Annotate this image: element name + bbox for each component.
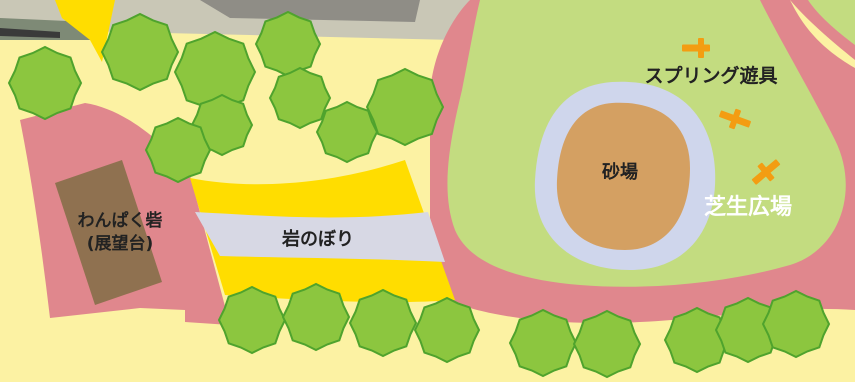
tree-icon	[315, 100, 379, 164]
tree-icon	[761, 289, 831, 359]
sandbox-label: 砂場	[602, 161, 638, 183]
tree-icon	[663, 306, 731, 374]
tree-icon	[217, 285, 287, 355]
yellow-corner-marker	[55, 0, 115, 62]
spring-toy-icon	[719, 108, 751, 130]
sandbox	[556, 102, 690, 250]
lawn-area-right	[808, 0, 855, 45]
lawn-label: 芝生広場	[704, 194, 792, 220]
tree-icon	[572, 309, 642, 379]
tree-icon	[413, 296, 481, 364]
tree-icon	[281, 282, 351, 352]
tree-icon	[348, 288, 418, 358]
wanpaku-label: わんぱく砦	[78, 210, 163, 231]
tree-icon	[100, 12, 180, 92]
observation-deck	[55, 160, 162, 305]
trees	[7, 10, 831, 379]
spring-toy-icon	[682, 38, 710, 58]
spring-play-label: スプリング遊具	[644, 64, 777, 87]
tree-icon	[508, 308, 578, 378]
tree-icon	[7, 45, 83, 121]
spring-toy-icon	[751, 159, 781, 185]
rock-climb-path	[195, 212, 445, 262]
tree-icon	[144, 116, 212, 184]
tree-icon	[254, 10, 322, 78]
tree-icon	[268, 66, 332, 130]
wanpaku-sublabel: (展望台)	[87, 233, 154, 254]
tree-icon	[714, 296, 782, 364]
tree-icon	[365, 67, 445, 147]
rock-climb-label: 岩のぼり	[281, 228, 354, 250]
